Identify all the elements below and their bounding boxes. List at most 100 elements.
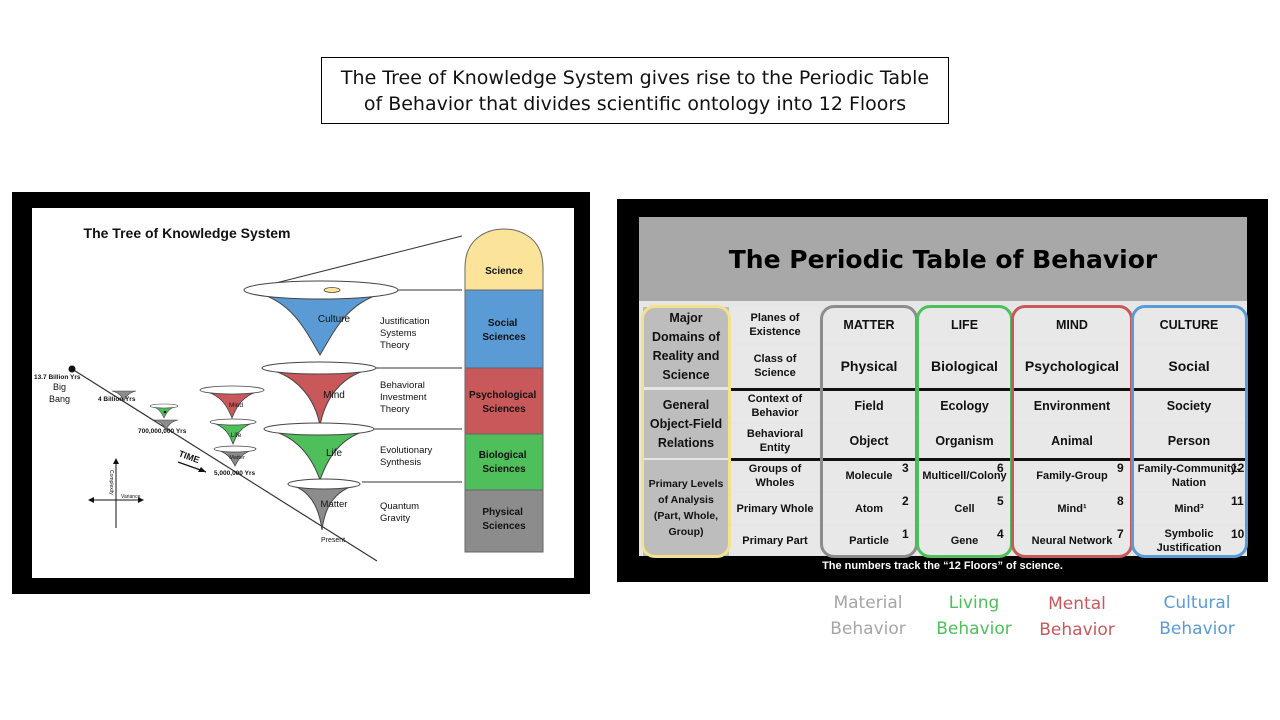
tks-diagram: The Tree of Knowledge System Culture Min…	[34, 225, 544, 562]
life-cone	[263, 428, 375, 482]
floor-number-3: 3	[902, 461, 909, 475]
tks-canvas: The Tree of Knowledge System Culture Min…	[32, 208, 574, 578]
theory-justification-line-1: Justification	[380, 316, 430, 327]
social-sciences-label: Social Sciences	[482, 318, 526, 343]
cell-culture-entity: Person	[1133, 424, 1245, 458]
floor-number-6: 6	[997, 461, 1004, 475]
physical-sciences-label: Physical Sciences	[482, 507, 526, 532]
biological-sciences-label: Biological Sciences	[479, 450, 530, 475]
row-label-5-line-1: Groups of	[748, 462, 802, 475]
cell-life-entity: Organism	[918, 424, 1011, 458]
mind-cone-label: Mind	[323, 390, 345, 401]
small-life-label: Life	[231, 432, 242, 439]
mental-behavior-line-2: Behavior	[1039, 620, 1115, 640]
biological-sciences-block	[464, 433, 544, 491]
theory-justification: Justification Systems Theory	[380, 316, 432, 351]
theory-evolutionary: Evolutionary Synthesis	[380, 445, 435, 468]
domain-general-line-1: General	[662, 397, 710, 412]
life-cone-label: Life	[326, 448, 343, 459]
theory-behavioral: Behavioral Investment Theory	[380, 380, 429, 415]
row-label-3-line-2: Behavior	[751, 407, 799, 419]
matter-cone-label: Matter	[321, 499, 348, 510]
matter-cone-rim	[287, 478, 361, 490]
cell-mind-plane: MIND	[1013, 307, 1131, 343]
row-label-7: Primary Part	[731, 526, 819, 556]
cell-culture-part: Symbolic Justification	[1133, 526, 1245, 556]
slide-title-line-1: The Tree of Knowledge System gives rise …	[340, 66, 930, 89]
cell-matter-cls: Physical	[822, 345, 916, 387]
mental-behavior-label: Mental Behavior	[1017, 591, 1137, 643]
social-sciences-line-2: Sciences	[482, 332, 526, 343]
slide-title-line-2: of Behavior that divides scientific onto…	[363, 92, 907, 115]
domain-major-line-1: Major	[669, 311, 703, 325]
big-label: Big	[53, 382, 66, 392]
floor-number-4: 4	[997, 527, 1004, 541]
periodic-table-title: The Periodic Table of Behavior	[639, 217, 1247, 301]
cell-matter-group: Molecule	[822, 460, 916, 491]
cell-life-cls: Biological	[918, 345, 1011, 387]
floor-number-2: 2	[902, 494, 909, 508]
cell-mind-cls: Psychological	[1013, 345, 1131, 387]
biological-sciences-line-1: Biological	[479, 450, 527, 461]
row-label-1-line-2: Existence	[749, 326, 801, 338]
row-label-6: Primary Whole	[731, 493, 819, 524]
domain-general-line-2: Object-Field	[649, 416, 723, 431]
variance-left-arrow-icon	[88, 497, 94, 503]
theory-evolutionary-line-1: Evolutionary	[380, 445, 433, 456]
mental-behavior-line-1: Mental	[1048, 594, 1106, 614]
psychological-sciences-line-2: Sciences	[482, 404, 526, 415]
material-behavior-line-2: Behavior	[830, 619, 906, 639]
domain-primary-line-3: (Part, Whole,	[653, 510, 719, 522]
cell-matter-part: Particle	[822, 526, 916, 556]
cell-mind-entity: Animal	[1013, 424, 1131, 458]
culture-cone-rim	[243, 280, 399, 300]
present-label: Present	[321, 537, 345, 544]
living-behavior-line-2: Behavior	[936, 619, 1012, 639]
row-label-4-line-2: Entity	[759, 442, 791, 454]
science-label: Science	[485, 266, 523, 277]
tiny-life-dot	[163, 410, 167, 414]
small-matter-label: Matter	[229, 455, 245, 461]
social-sciences-line-1: Social	[488, 318, 518, 329]
cell-matter-plane: MATTER	[822, 307, 916, 343]
psychological-sciences-block	[464, 367, 544, 435]
row-label-3: Context of Behavior	[731, 390, 819, 422]
floor-number-1: 1	[902, 527, 909, 541]
floor-number-9: 9	[1117, 461, 1124, 475]
small-life-cone	[209, 421, 257, 446]
cell-life-group: Multicell/Colony	[918, 460, 1011, 491]
material-behavior-label: Material Behavior	[808, 590, 928, 642]
physical-sciences-line-1: Physical	[482, 507, 523, 518]
tiny-life-rim	[149, 403, 179, 409]
row-label-3-line-1: Context of	[747, 393, 803, 405]
cell-life-whole: Cell	[918, 493, 1011, 524]
slide-title: The Tree of Knowledge System gives rise …	[321, 57, 949, 124]
theory-behavioral-line-3: Theory	[380, 404, 410, 415]
variance-label: Variance	[121, 494, 141, 500]
floor-number-8: 8	[1117, 494, 1124, 508]
bang-label: Bang	[49, 394, 70, 404]
living-behavior-line-1: Living	[948, 593, 1000, 613]
floor-number-5: 5	[997, 494, 1004, 508]
cell-matter-context: Field	[822, 390, 916, 422]
row-separator-1	[731, 388, 1247, 391]
row-label-4-line-1: Behavioral	[746, 428, 804, 440]
cell-culture-group: Family-Community- Nation	[1133, 460, 1245, 491]
mind-cone-rim	[261, 361, 377, 375]
small-mind-label: Mind	[229, 402, 243, 409]
variance-right-arrow-icon	[138, 497, 144, 503]
tiny-early-cone	[111, 390, 137, 402]
physical-sciences-block	[464, 489, 544, 553]
cell-matter-whole: Atom	[822, 493, 916, 524]
domain-general-line-3: Relations	[657, 435, 715, 450]
theory-justification-line-3: Theory	[380, 340, 410, 351]
tks-figure: The Tree of Knowledge System Culture Min…	[12, 192, 590, 594]
